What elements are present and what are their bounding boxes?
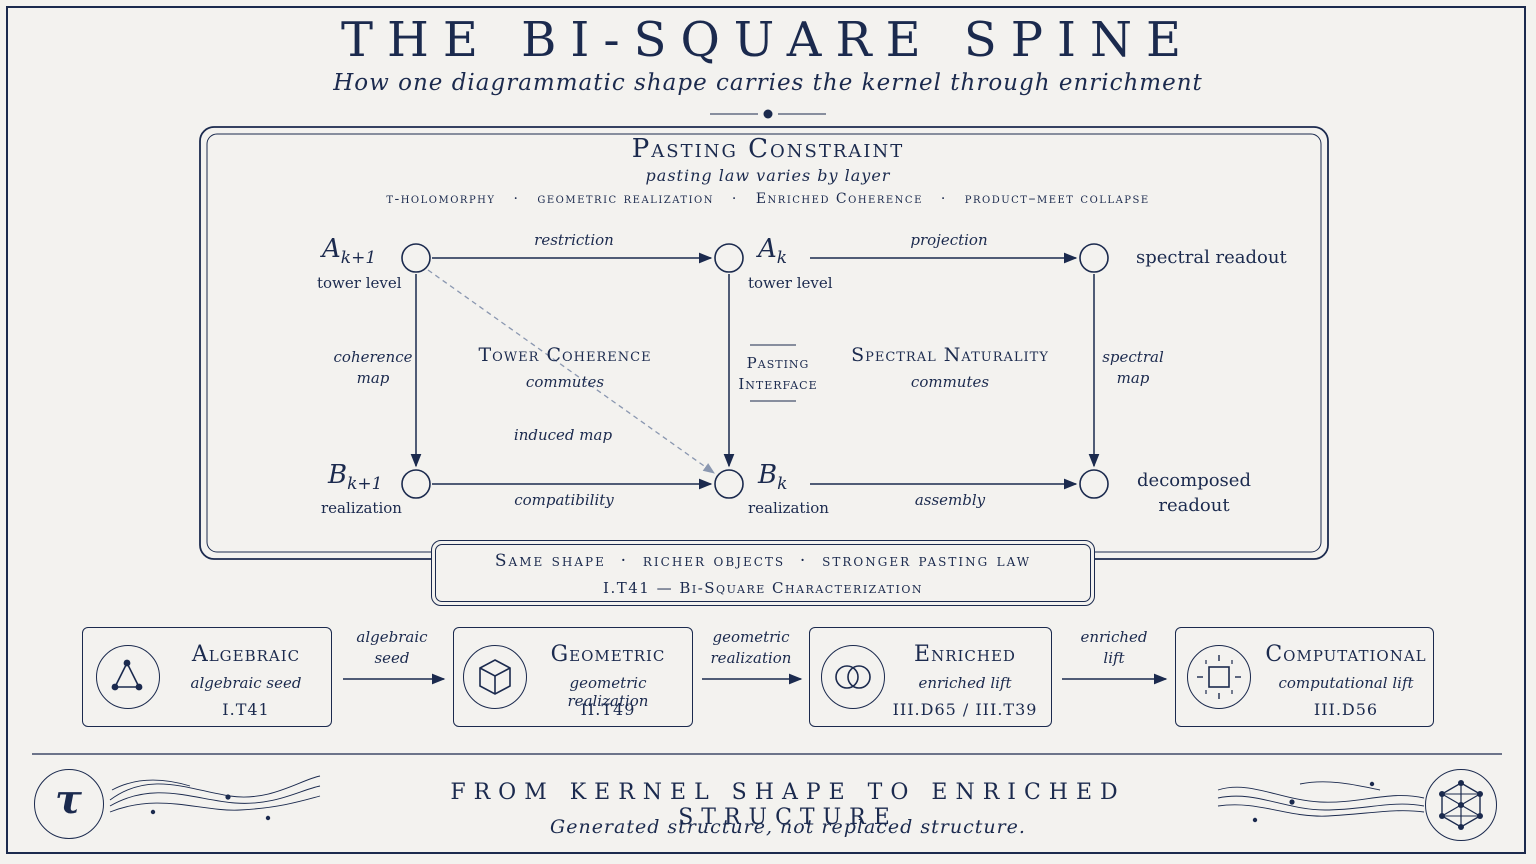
induced-map-label: induced map [513,426,613,444]
node-a-k1-symbol: Ak+1 [322,234,377,269]
stage-title: Enriched [914,642,1016,667]
left-flourish [109,775,321,813]
layer-separator: · [513,191,520,207]
node-a-k1-label: tower level [317,274,402,292]
node-b-k1 [401,469,431,499]
right-flourish [1217,781,1425,817]
left-flourish-dot-3 [265,815,271,821]
node-b-k1-label: realization [321,499,402,517]
title-ornament [710,109,826,119]
node-b-k-label: realization [748,499,829,517]
right-flourish-dot-2 [1369,781,1375,787]
summary-line-1: Same shape · richer objects · stronger p… [494,551,1032,571]
stage-sub: geometric realization [567,674,649,710]
node-b-k [714,469,744,499]
projection-label: projection [910,231,988,249]
stage-ref: I.T41 [222,700,270,719]
node-a-k-label: tower level [748,274,833,292]
layer-tau-holomorphy: τ-holomorphy [386,191,496,207]
spectral-commutes-label: commutes [910,373,990,391]
stage-title: Geometric [550,642,666,667]
constraint-layer-list: τ-holomorphy · geometric realization · E… [300,191,1236,207]
arrow-induced-map [427,269,715,474]
page-subtitle: How one diagrammatic shape carries the k… [333,70,1203,96]
layer-enriched-coherence: Enriched Coherence [755,191,923,207]
assembly-label: assembly [914,491,986,509]
footer-tagline: FROM KERNEL SHAPE TO ENRICHED STRUCTURE [450,780,1126,830]
stage-title: Computational [1265,642,1427,667]
left-flourish-dot-2 [150,809,156,815]
node-b-k-symbol: Bk [758,460,788,495]
tau-symbol: τ [55,776,82,823]
constraint-heading: Pasting Constraint [631,134,905,164]
node-b-k1-symbol: Bk+1 [328,460,383,495]
tau-emblem: τ [34,769,104,839]
stage-ref: III.D65 / III.T39 [892,700,1038,719]
stage-computational: Computational computational lift III.D56 [1175,627,1434,727]
summary-box [431,540,1095,606]
page-title: THE BI-SQUARE SPINE [340,12,1196,68]
cube-lattice-icon [1439,780,1483,830]
spectral-naturality-label: Spectral Naturality [851,344,1049,366]
right-flourish-dot-1 [1289,799,1295,805]
page-frame [6,6,1526,854]
stage-sub: enriched lift [918,674,1012,692]
stage-title: Algebraic [191,642,301,667]
layer-separator: · [731,191,738,207]
layer-geometric-realization: geometric realization [537,191,714,207]
node-a-k [714,243,744,273]
node-a-k-symbol: Ak [758,234,788,269]
cube-lattice-emblem [1425,769,1497,841]
tower-coherence-label: Tower Coherence [478,344,652,366]
cube-icon [463,645,527,709]
tower-commutes-label: commutes [525,373,605,391]
spectral-readout-label: spectral readout [1136,247,1287,268]
layer-product-meet-collapse: product–meet collapse [964,191,1150,207]
footer-note: Generated structure, not replaced struct… [550,816,1026,838]
node-spectral [1079,243,1109,273]
stage-geometric: Geometric geometric realization II.T49 [453,627,693,727]
right-flourish-dot-3 [1252,817,1258,823]
node-decomposed [1079,469,1109,499]
stage-ref: II.T49 [580,700,636,719]
stage-sub: computational lift [1278,674,1414,692]
constraint-subheading: pasting law varies by layer [645,166,891,185]
node-a-k1 [401,243,431,273]
layer-separator: · [940,191,947,207]
restriction-label: restriction [534,231,614,249]
stage-sub: algebraic seed [190,674,302,692]
stage-ref: III.D56 [1313,700,1379,719]
stage-algebraic: Algebraic algebraic seed I.T41 [82,627,332,727]
dashed-square-icon [1187,645,1251,709]
summary-line-2: I.T41 — Bi-Square Characterization [603,579,923,597]
overlapping-circles-icon [821,645,885,709]
triangle-graph-icon [96,645,160,709]
stage-enriched: Enriched enriched lift III.D65 / III.T39 [809,627,1052,727]
compatibility-label: compatibility [514,491,614,509]
left-flourish-dot-1 [225,794,231,800]
